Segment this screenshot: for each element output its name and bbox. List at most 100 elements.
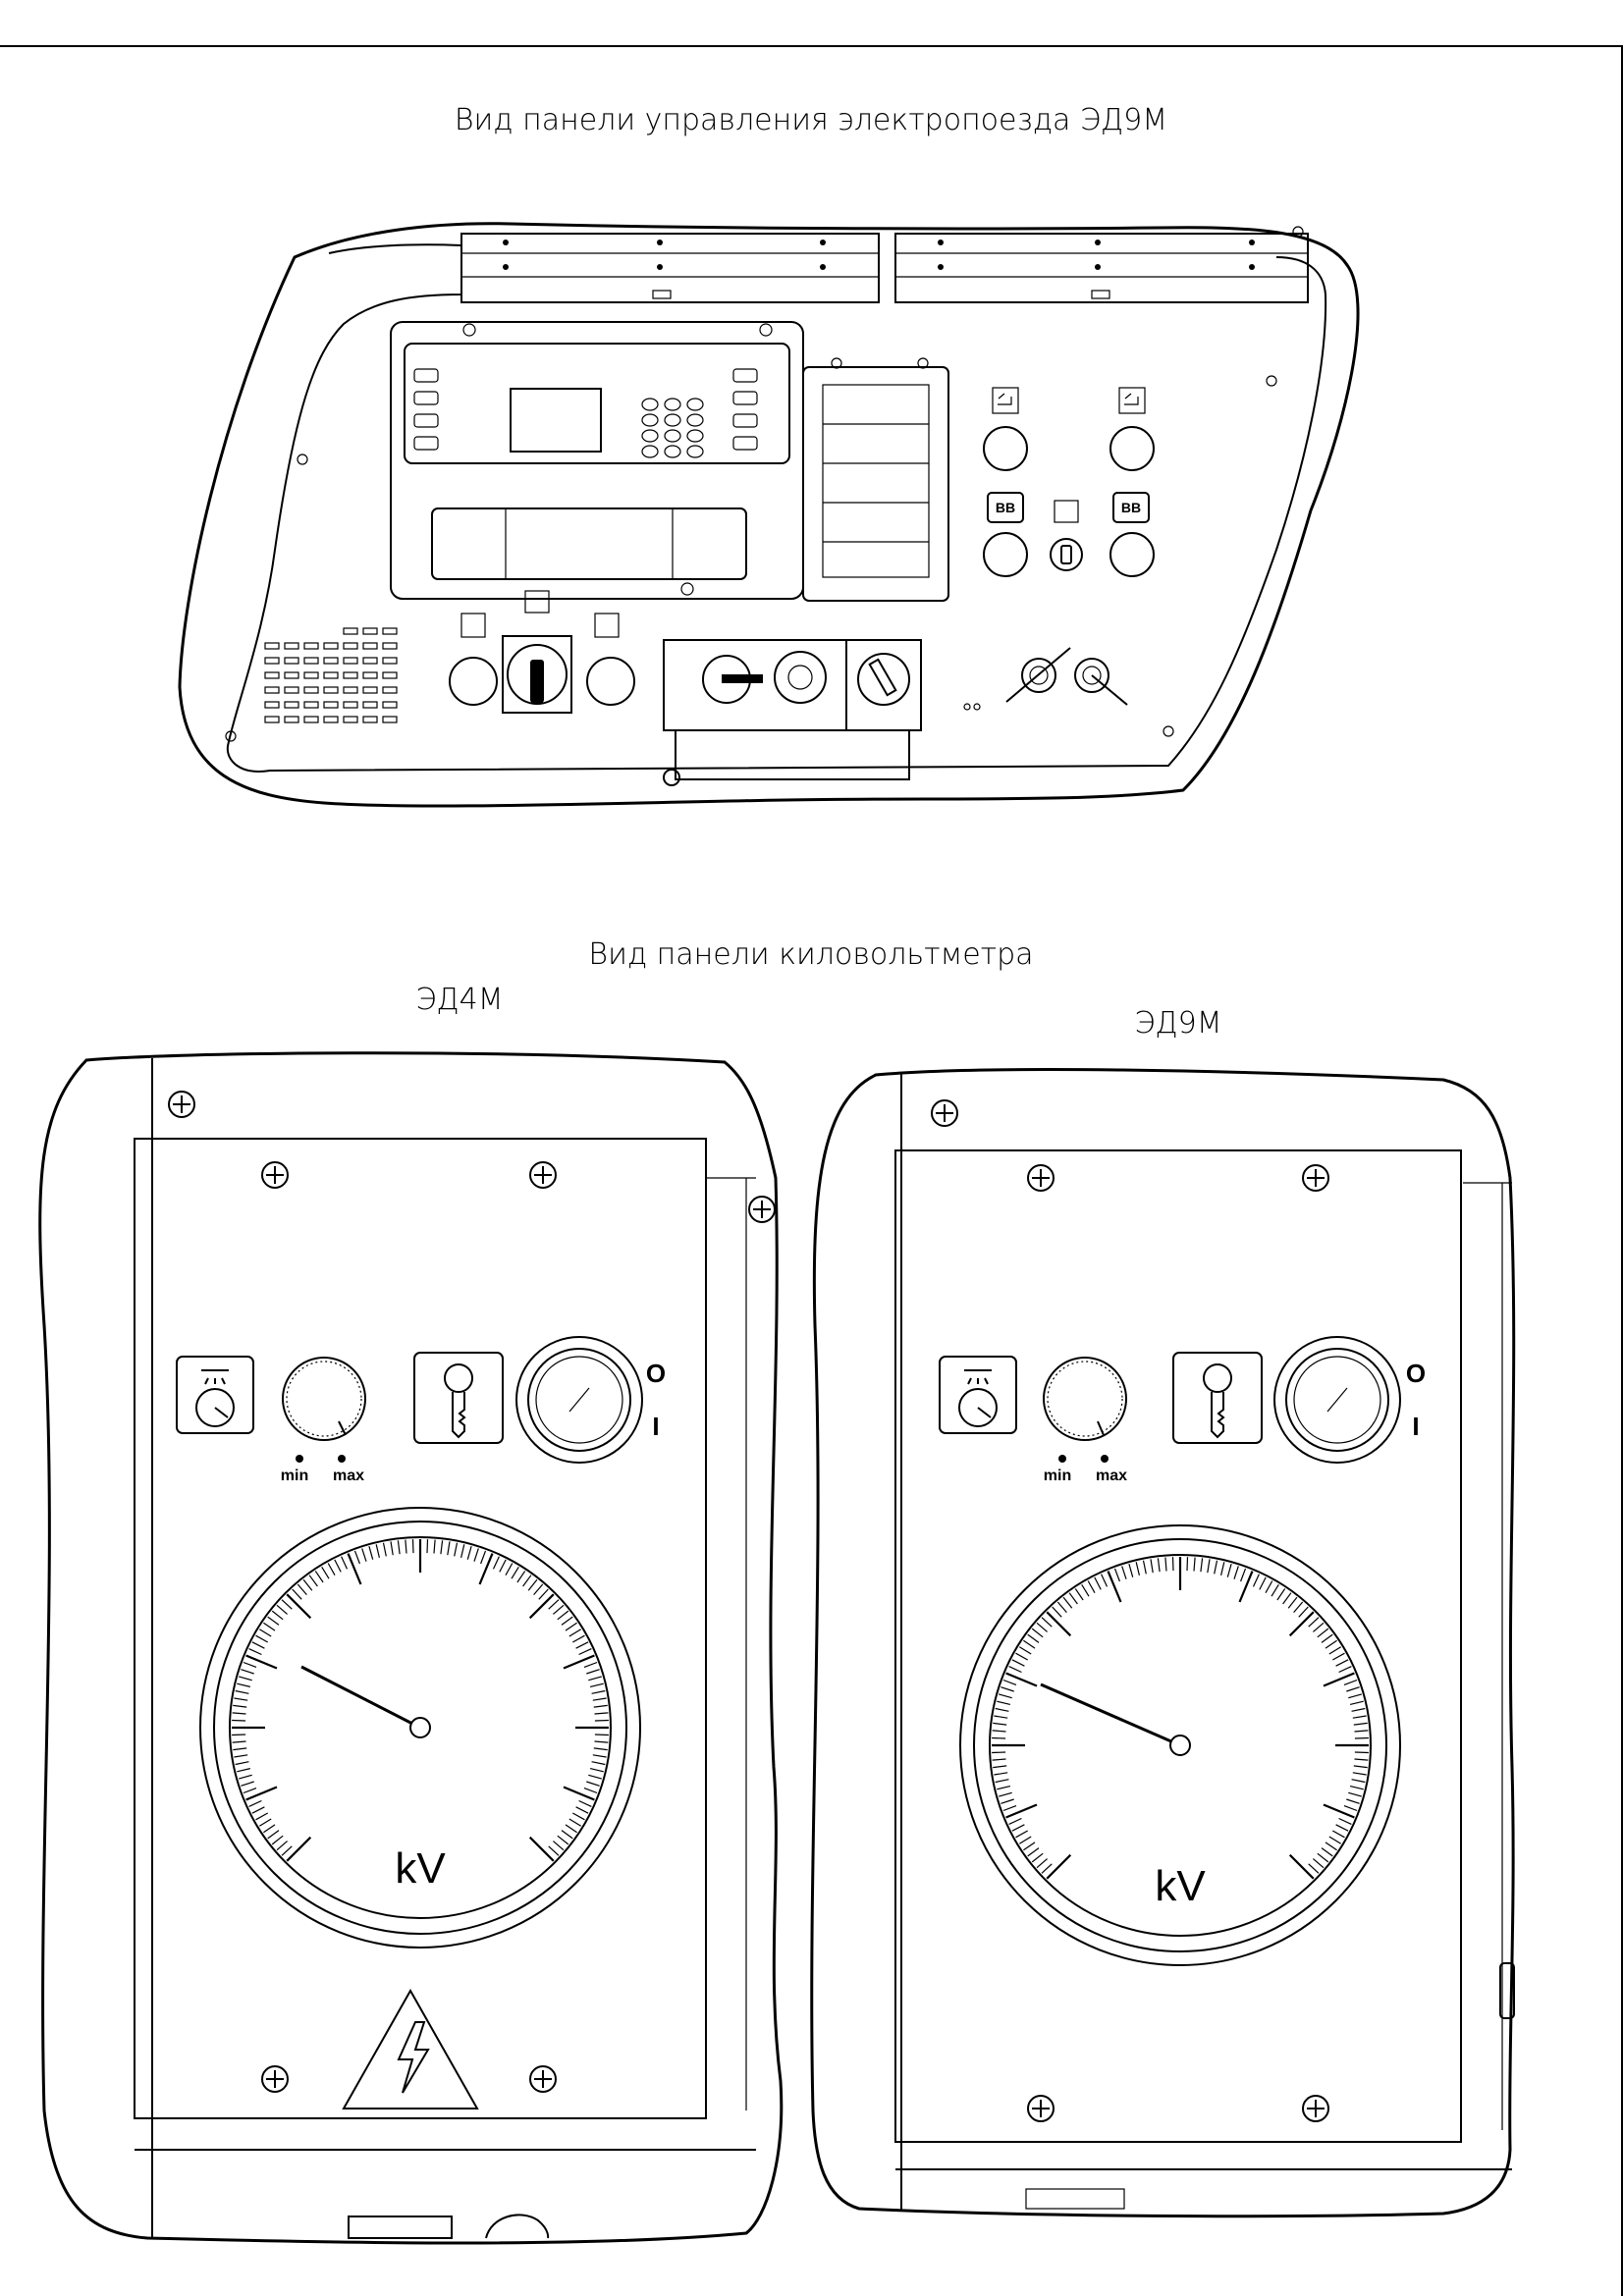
- backlight-dimmer-knob[interactable]: [1043, 1357, 1127, 1441]
- gauge-minor-tick: [440, 1540, 444, 1555]
- backlight-dimmer-knob[interactable]: [282, 1357, 366, 1441]
- top-rail-right: [894, 233, 1309, 303]
- rotary-switch-handle[interactable]: [530, 660, 544, 703]
- gauge-minor-tick: [255, 1812, 268, 1821]
- gauge-minor-tick: [1321, 1847, 1333, 1857]
- gauge-minor-tick: [1207, 1559, 1211, 1574]
- gauge-minor-tick: [1008, 1666, 1022, 1674]
- gauge-minor-tick: [390, 1541, 394, 1556]
- gauge-minor-tick: [1008, 1817, 1022, 1825]
- gauge-unit-label: kV: [395, 1844, 446, 1893]
- key-switch[interactable]: [1273, 1336, 1401, 1464]
- gauge-minor-tick: [572, 1812, 585, 1821]
- gauge-major-tick: [1046, 1611, 1072, 1637]
- gauge-minor-tick: [1001, 1686, 1014, 1692]
- gauge-minor-tick: [251, 1806, 265, 1814]
- gauge-minor-tick: [232, 1719, 246, 1722]
- rotary-switch[interactable]: [507, 644, 568, 705]
- gauge-minor-tick: [565, 1824, 577, 1834]
- key-switch[interactable]: [515, 1336, 643, 1464]
- gauge-minor-tick: [1325, 1639, 1337, 1649]
- gauge-minor-tick: [1328, 1646, 1342, 1655]
- kilovoltmeter-left-drawing: min max O I kV: [38, 1051, 784, 2245]
- kilovoltmeter-right-bezel: [959, 1524, 1401, 1966]
- gauge-scale: [992, 1557, 1369, 1880]
- gauge-minor-tick: [995, 1779, 1009, 1784]
- gauge-major-tick: [1323, 1803, 1355, 1819]
- gauge-minor-tick: [235, 1761, 249, 1766]
- gauge-minor-tick: [1353, 1765, 1368, 1769]
- gauge-minor-tick: [592, 1697, 607, 1701]
- gauge-minor-tick: [297, 1583, 307, 1595]
- gauge-minor-tick: [258, 1629, 272, 1637]
- gauge-major-tick: [1046, 1853, 1072, 1880]
- key-icon: [413, 1352, 504, 1444]
- key-icon: [1172, 1352, 1263, 1444]
- bb-on-indicator: BB: [1112, 492, 1150, 523]
- gauge-minor-tick: [1348, 1693, 1362, 1699]
- gauge-minor-tick: [281, 1845, 293, 1856]
- gauge-minor-tick: [1298, 1606, 1309, 1618]
- gauge-minor-tick: [583, 1661, 598, 1668]
- connector-left[interactable]: [1021, 658, 1056, 693]
- gauge-minor-tick: [557, 1835, 569, 1845]
- gauge-minor-tick: [553, 1604, 565, 1615]
- speaker-grille: [264, 627, 398, 723]
- horn-button[interactable]: [586, 657, 635, 706]
- gauge-minor-tick: [1259, 1576, 1267, 1590]
- toggle-switch[interactable]: [1060, 545, 1072, 564]
- gauge-minor-tick: [1351, 1707, 1366, 1712]
- switch-on-label: I: [1412, 1412, 1419, 1441]
- gauge-minor-tick: [1002, 1805, 1017, 1812]
- gauge-minor-tick: [561, 1830, 573, 1840]
- gauge-major-tick: [528, 1593, 555, 1620]
- gauge-minor-tick: [999, 1693, 1012, 1699]
- gauge-minor-tick: [1135, 1562, 1140, 1576]
- gauge-minor-tick: [234, 1754, 248, 1758]
- selector-switch-right[interactable]: [857, 653, 910, 706]
- gauge-minor-tick: [241, 1781, 254, 1787]
- gauge-minor-tick: [1354, 1736, 1369, 1739]
- gauge-minor-tick: [1011, 1824, 1025, 1832]
- gauge-minor-tick: [251, 1641, 265, 1649]
- gauge-minor-tick: [480, 1550, 487, 1565]
- gauge-minor-tick: [1081, 1583, 1090, 1597]
- gauge-minor-tick: [565, 1622, 577, 1631]
- bb-on-button[interactable]: [1109, 532, 1155, 577]
- horn-symbol-icon: [594, 613, 620, 638]
- gauge-major-tick: [347, 1553, 362, 1585]
- push-button-top-right[interactable]: [1109, 426, 1155, 471]
- push-button-top-left[interactable]: [983, 426, 1028, 471]
- gauge-minor-tick: [1328, 1836, 1342, 1844]
- control-panel-drawing: BB BB: [178, 222, 1360, 808]
- gauge-major-tick: [478, 1553, 494, 1585]
- gauge-minor-tick: [992, 1736, 1006, 1739]
- gauge-minor-tick: [1074, 1588, 1084, 1601]
- bb-off-button[interactable]: [983, 532, 1028, 577]
- control-panel-inner-contour: [226, 243, 1327, 773]
- gauge-minor-tick: [397, 1540, 401, 1555]
- gauge-light-icon: [176, 1356, 254, 1434]
- gauge-minor-tick: [492, 1556, 500, 1570]
- gauge-minor-tick: [1015, 1652, 1028, 1661]
- gauge-minor-tick: [258, 1818, 272, 1827]
- gauge-minor-tick: [1087, 1580, 1096, 1593]
- gauge-minor-tick: [1193, 1557, 1196, 1572]
- gauge-minor-tick: [1233, 1566, 1239, 1579]
- connector-right[interactable]: [1074, 658, 1109, 693]
- indicator-lamp-top-right: [1118, 387, 1146, 414]
- gauge-minor-tick: [1282, 1592, 1292, 1605]
- display-keypad: [641, 398, 704, 458]
- gauge-major-tick: [563, 1786, 595, 1801]
- gauge-minor-tick: [993, 1722, 1007, 1726]
- gauge-minor-tick: [572, 1634, 585, 1643]
- gauge-minor-tick: [1313, 1858, 1325, 1869]
- gauge-minor-tick: [1171, 1557, 1174, 1572]
- gauge-minor-tick: [511, 1566, 519, 1579]
- gauge-minor-tick: [592, 1754, 607, 1758]
- gauge-minor-tick: [239, 1774, 252, 1780]
- wiper-button[interactable]: [449, 657, 498, 706]
- gauge-minor-tick: [327, 1563, 336, 1575]
- gauge-minor-tick: [460, 1544, 465, 1559]
- key-lock[interactable]: [774, 651, 827, 704]
